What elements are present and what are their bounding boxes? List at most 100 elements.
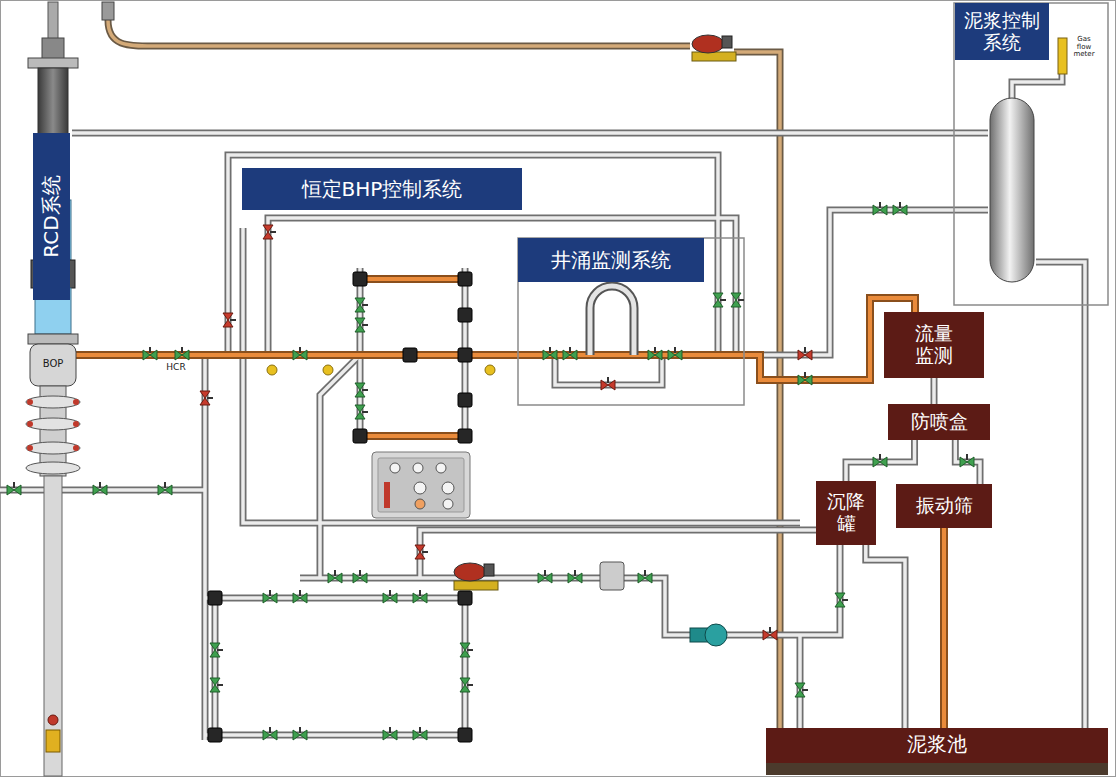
system-label: 恒定BHP控制系统 [242,168,522,210]
valves [458,272,472,286]
valves [355,318,368,332]
valves [458,429,472,443]
kelly-hose [108,20,780,728]
valves [383,590,397,603]
wellhead-stack [27,445,33,451]
orange-flowline [72,279,915,436]
control-panel [378,458,464,512]
mud-pit-box: 泥浆池 [766,728,1108,775]
valves [798,347,812,360]
system-label: 泥浆控制 系统 [955,3,1049,60]
grey-pipes [0,74,1085,740]
orange-flowline [72,279,915,436]
separator-vessel [990,38,1067,282]
valves [458,393,472,407]
pipe-core [955,440,980,484]
control-panel [414,482,426,494]
valves [355,405,368,419]
valves [413,590,427,603]
pipe-core [942,528,946,728]
valves [355,383,368,397]
pressure-gauges [323,365,333,375]
wellhead-stack [44,476,62,776]
wellhead-stack [73,399,79,405]
wellhead-stack [28,58,78,68]
valves [460,643,473,657]
mud-pumps [692,35,724,53]
node-label: 防喷盒 [911,411,968,433]
wellhead-stack [26,396,80,408]
valves [263,590,277,603]
valves [208,728,222,742]
grey-pipes [0,74,1085,740]
valves [563,347,577,360]
node-label: 泥浆池 [907,733,967,756]
wellhead-stack [26,2,114,776]
valves [415,545,428,559]
control-panel [413,463,423,473]
control-panel [372,452,470,518]
valves [293,727,307,740]
wellhead-stack [42,38,64,60]
equipment-box: 防喷盒 [888,404,990,440]
region-outlines [518,3,1108,405]
valves [460,678,473,692]
system-label: 井涌监测系统 [518,238,704,282]
control-panel [442,482,454,494]
valves [713,293,726,307]
pipe-connector [866,545,905,728]
pipe-connector [934,378,935,404]
valves [293,347,307,360]
pipe-outline [846,440,915,481]
wellhead-stack [26,462,80,474]
valves [403,348,417,362]
valves [458,728,472,742]
valves [458,348,472,362]
pipe-outline [940,528,948,728]
pipe-connector [944,528,945,728]
valves [873,454,887,467]
valves [328,570,342,583]
valves [353,272,367,286]
valves [210,643,223,657]
wellhead-stack [30,344,76,386]
valves [293,590,307,603]
mud-pumps [705,624,727,646]
node-label: 沉降 罐 [824,491,868,535]
coriolis-meter [590,286,634,355]
valves [568,570,582,583]
kelly-hose [108,20,780,728]
coriolis-meter [590,286,634,355]
valves [458,591,472,605]
valves [263,225,276,239]
valves [648,347,662,360]
wellhead-stack [48,715,58,725]
control-panel [372,452,470,518]
mud-pumps [692,52,736,61]
valves [208,591,222,605]
valves [143,347,157,360]
wellhead-stack [48,2,58,40]
control-panel [443,499,453,509]
node-label: 泥浆控制 系统 [962,10,1042,54]
mud-pumps [484,564,494,576]
pressure-gauges [485,365,495,375]
valves [798,372,812,385]
valves [763,627,777,640]
valves [355,298,368,312]
valves [200,391,213,405]
pipe-outline [931,378,938,404]
mud-pumps [600,562,624,590]
region-outlines [954,3,1108,305]
valves [353,429,367,443]
pipe-connector [955,440,980,484]
wellhead-stack [28,334,78,344]
pressure-gauges [267,365,495,375]
orange-flowline [72,279,915,436]
control-panel [415,499,425,509]
valves [7,482,21,495]
connector-layer [846,378,980,728]
valves [668,347,682,360]
